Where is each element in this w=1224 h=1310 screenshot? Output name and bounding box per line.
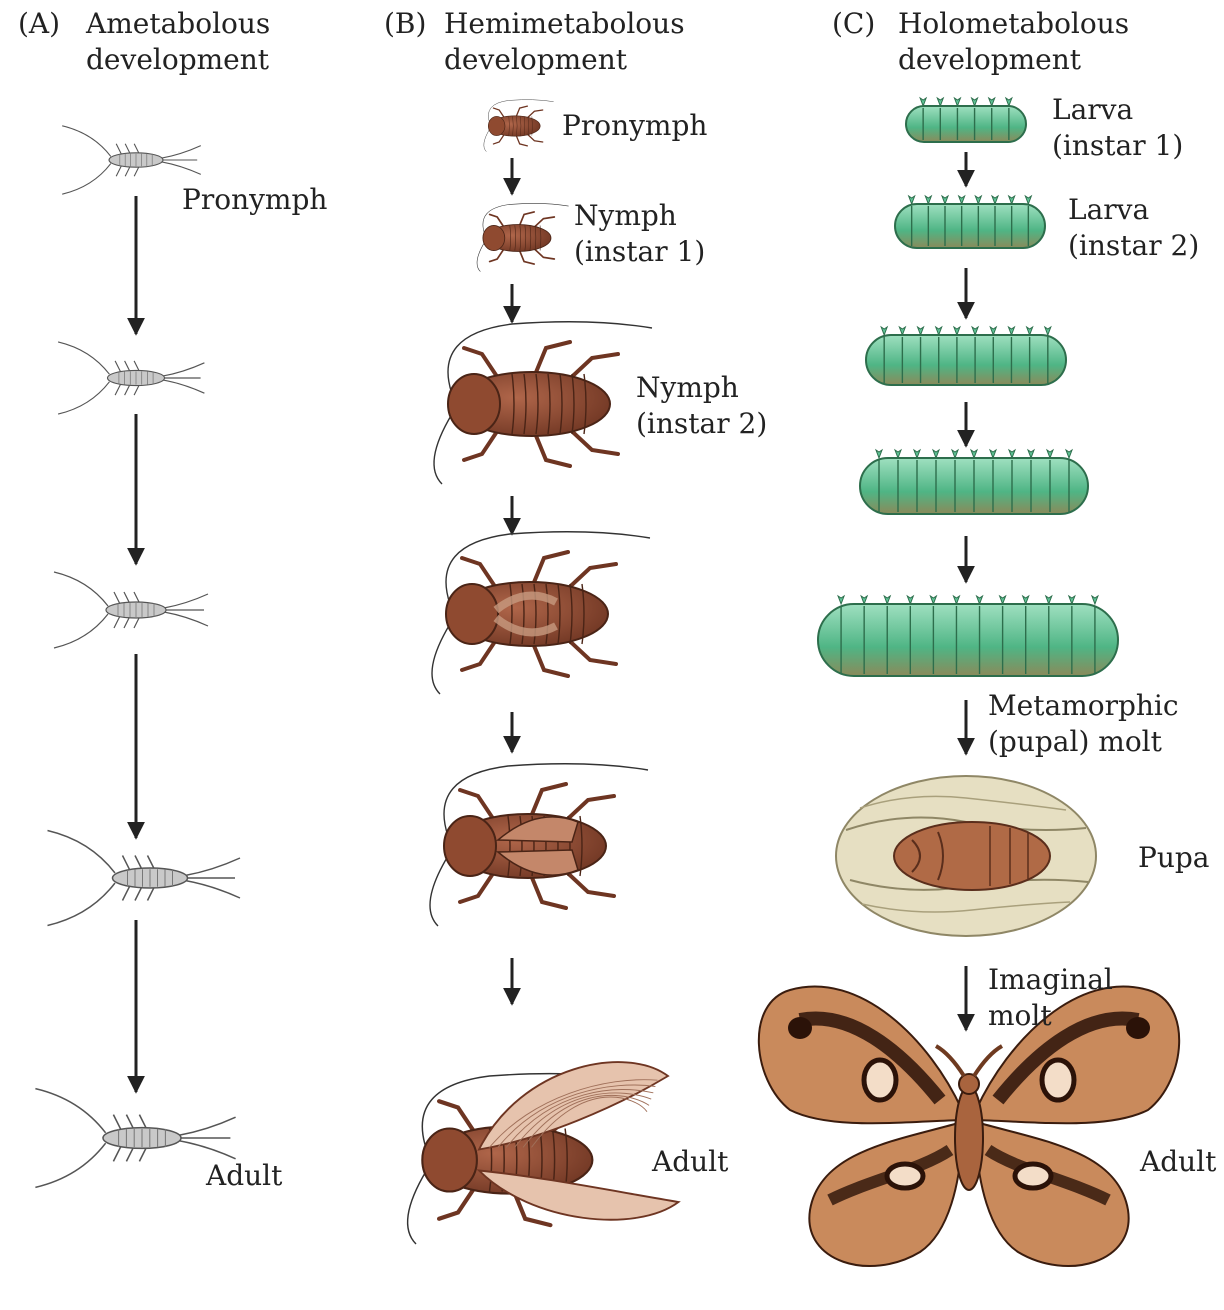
column-c-letter: (C): [832, 6, 875, 42]
caterpillar-stage-3: [866, 327, 1066, 385]
column-a-title: Ametabolous development: [86, 6, 270, 78]
label-b-nymph1: Nymph (instar 1): [574, 198, 705, 270]
label-b-pronymph: Pronymph: [562, 108, 707, 144]
cockroach-stage-6: [408, 1062, 679, 1244]
silverfish-stage-3: [54, 572, 208, 648]
column-a-letter: (A): [18, 6, 60, 42]
moth-illustration: [759, 987, 1179, 1266]
cockroach-stage-4: [432, 532, 650, 694]
cockroach-stage-2: [477, 203, 569, 271]
cockroach-stage-3: [434, 322, 652, 484]
label-c-metamorphic: Metamorphic (pupal) molt: [988, 688, 1179, 760]
silverfish-stage-4: [48, 831, 241, 926]
caterpillar-stage-5: [818, 596, 1118, 676]
label-c-larva1: Larva (instar 1): [1052, 92, 1183, 164]
label-b-nymph2: Nymph (instar 2): [636, 370, 767, 442]
label-c-larva2: Larva (instar 2): [1068, 192, 1199, 264]
column-c-title: Holometabolous development: [898, 6, 1129, 78]
label-c-pupa: Pupa: [1138, 840, 1210, 876]
label-c-imaginal: Imaginal molt: [988, 962, 1113, 1034]
label-c-adult: Adult: [1140, 1144, 1216, 1180]
cockroach-stage-1: [484, 100, 554, 152]
label-b-adult: Adult: [652, 1144, 728, 1180]
label-a-adult: Adult: [206, 1158, 282, 1194]
label-a-pronymph: Pronymph: [182, 182, 327, 218]
pupa-illustration: [836, 776, 1096, 936]
column-b-letter: (B): [384, 6, 426, 42]
column-b-title: Hemimetabolous development: [444, 6, 685, 78]
caterpillar-stage-4: [860, 450, 1088, 514]
caterpillar-stage-2: [895, 196, 1045, 248]
caterpillar-stage-1: [906, 98, 1026, 142]
silverfish-stage-1: [62, 126, 201, 194]
cockroach-stage-5: [430, 764, 648, 926]
silverfish-stage-2: [58, 342, 204, 414]
